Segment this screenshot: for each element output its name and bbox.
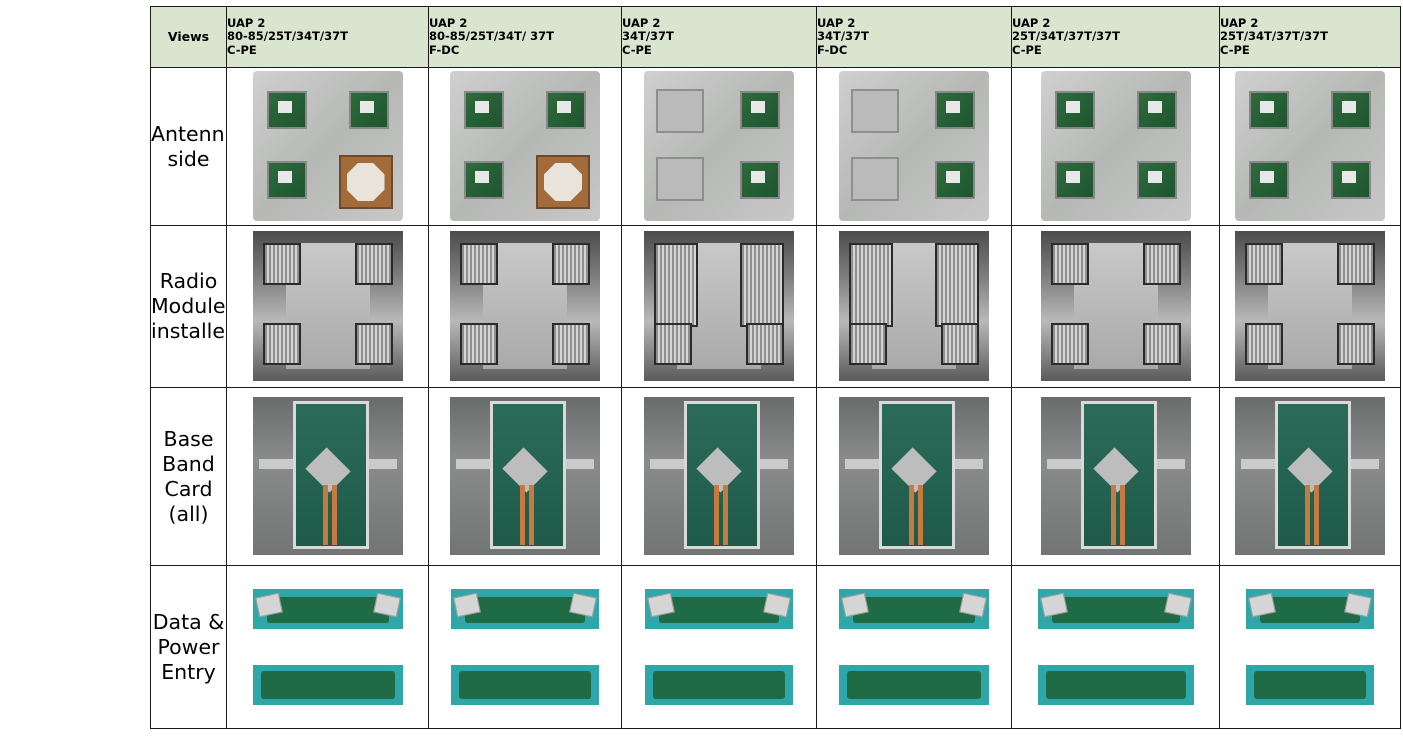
data-power-top-photo bbox=[451, 589, 599, 629]
radio-modules-photo bbox=[839, 230, 989, 381]
header-row: Views UAP 2 80-85/25T/34T/37T C-PE UAP 2… bbox=[150, 6, 1401, 68]
antenna-photo-cell bbox=[1219, 67, 1401, 226]
views-header: Views bbox=[150, 6, 227, 68]
base-band-card-photo bbox=[644, 396, 794, 555]
baseband-photo-cell bbox=[1219, 387, 1401, 566]
antenna-photo-cell bbox=[816, 67, 1012, 226]
radio-photo-cell bbox=[226, 225, 429, 388]
data-power-top-photo bbox=[1037, 589, 1194, 629]
column-header-line: UAP 2 bbox=[817, 15, 856, 30]
column-header-3: UAP 2 34T/37T C-PE bbox=[621, 6, 817, 68]
column-header-line: C-PE bbox=[227, 42, 257, 57]
radio-photo-cell bbox=[816, 225, 1012, 388]
column-header-2: UAP 2 80-85/25T/34T/ 37T F-DC bbox=[428, 6, 622, 68]
antenna-photo-cell bbox=[1011, 67, 1220, 226]
baseband-photo-cell bbox=[621, 387, 817, 566]
column-header-line: 25T/34T/37T/37T bbox=[1220, 29, 1329, 44]
data-power-photo-cell bbox=[621, 565, 817, 729]
baseband-photo-cell bbox=[226, 387, 429, 566]
column-header-line: UAP 2 bbox=[622, 15, 661, 30]
data-power-bottom-photo bbox=[645, 665, 793, 705]
row-radio-modules: Radio Modules installed bbox=[150, 225, 1401, 388]
antenna-side-photo bbox=[1235, 71, 1385, 221]
antenna-side-photo bbox=[450, 71, 600, 221]
row-label: Radio Modules installed bbox=[150, 225, 227, 388]
row-label-text: Radio Modules installed bbox=[151, 269, 226, 343]
data-power-top-photo bbox=[645, 589, 793, 629]
baseband-photo-cell bbox=[816, 387, 1012, 566]
column-header-5: UAP 2 25T/34T/37T/37T C-PE bbox=[1011, 6, 1220, 68]
row-label: Data & Power Entry bbox=[150, 565, 227, 729]
data-power-photo-cell bbox=[1219, 565, 1401, 729]
column-header-line: UAP 2 bbox=[429, 15, 468, 30]
row-label-text: Data & Power Entry bbox=[152, 609, 225, 684]
row-label-text: Antennas side bbox=[151, 121, 226, 171]
base-band-card-photo bbox=[252, 396, 403, 555]
data-power-photo-cell bbox=[428, 565, 622, 729]
column-header-line: C-PE bbox=[622, 42, 652, 57]
baseband-photo-cell bbox=[428, 387, 622, 566]
column-header-line: C-PE bbox=[1220, 42, 1250, 57]
radio-modules-photo bbox=[450, 230, 600, 381]
antenna-side-photo bbox=[1040, 71, 1191, 221]
radio-photo-cell bbox=[1219, 225, 1401, 388]
base-band-card-photo bbox=[450, 396, 600, 555]
product-views-table: Views UAP 2 80-85/25T/34T/37T C-PE UAP 2… bbox=[150, 6, 1401, 729]
row-data-power-entry: Data & Power Entry bbox=[150, 565, 1401, 729]
column-header-line: 80-85/25T/34T/37T bbox=[227, 29, 348, 44]
row-label: Base Band Card (all) bbox=[150, 387, 227, 566]
radio-modules-photo bbox=[1235, 230, 1385, 381]
antenna-side-photo bbox=[644, 71, 794, 221]
radio-photo-cell bbox=[621, 225, 817, 388]
data-power-bottom-photo bbox=[1037, 665, 1194, 705]
data-power-bottom-photo bbox=[1246, 665, 1374, 705]
row-label: Antennas side bbox=[150, 67, 227, 226]
data-power-bottom-photo bbox=[252, 665, 403, 705]
data-power-photo-cell bbox=[1011, 565, 1220, 729]
radio-modules-photo bbox=[1040, 230, 1191, 381]
column-header-line: 34T/37T bbox=[622, 29, 674, 44]
baseband-photo-cell bbox=[1011, 387, 1220, 566]
column-header-line: 80-85/25T/34T/ 37T bbox=[429, 29, 554, 44]
row-label-text: Base Band Card (all) bbox=[162, 426, 215, 526]
base-band-card-photo bbox=[839, 396, 989, 555]
antenna-side-photo bbox=[252, 71, 403, 221]
column-header-line: 34T/37T bbox=[817, 29, 869, 44]
data-power-photo-cell bbox=[816, 565, 1012, 729]
radio-modules-photo bbox=[644, 230, 794, 381]
data-power-top-photo bbox=[252, 589, 403, 629]
column-header-4: UAP 2 34T/37T F-DC bbox=[816, 6, 1012, 68]
base-band-card-photo bbox=[1040, 396, 1191, 555]
data-power-top-photo bbox=[839, 589, 989, 629]
data-power-photo-cell bbox=[226, 565, 429, 729]
data-power-top-photo bbox=[1246, 589, 1374, 629]
column-header-line: C-PE bbox=[1012, 42, 1042, 57]
antenna-side-photo bbox=[839, 71, 989, 221]
antenna-photo-cell bbox=[226, 67, 429, 226]
column-header-line: UAP 2 bbox=[1012, 15, 1051, 30]
row-base-band-card: Base Band Card (all) bbox=[150, 387, 1401, 566]
data-power-bottom-photo bbox=[839, 665, 989, 705]
antenna-photo-cell bbox=[621, 67, 817, 226]
column-header-line: F-DC bbox=[429, 42, 460, 57]
column-header-line: 25T/34T/37T/37T bbox=[1012, 29, 1121, 44]
column-header-line: F-DC bbox=[817, 42, 848, 57]
base-band-card-photo bbox=[1235, 396, 1385, 555]
column-header-line: UAP 2 bbox=[227, 15, 266, 30]
column-header-6: UAP 2 25T/34T/37T/37T C-PE bbox=[1219, 6, 1401, 68]
data-power-bottom-photo bbox=[451, 665, 599, 705]
row-antennas-side: Antennas side bbox=[150, 67, 1401, 226]
radio-photo-cell bbox=[428, 225, 622, 388]
antenna-photo-cell bbox=[428, 67, 622, 226]
column-header-1: UAP 2 80-85/25T/34T/37T C-PE bbox=[226, 6, 429, 68]
column-header-line: UAP 2 bbox=[1220, 15, 1259, 30]
radio-photo-cell bbox=[1011, 225, 1220, 388]
radio-modules-photo bbox=[252, 230, 403, 381]
